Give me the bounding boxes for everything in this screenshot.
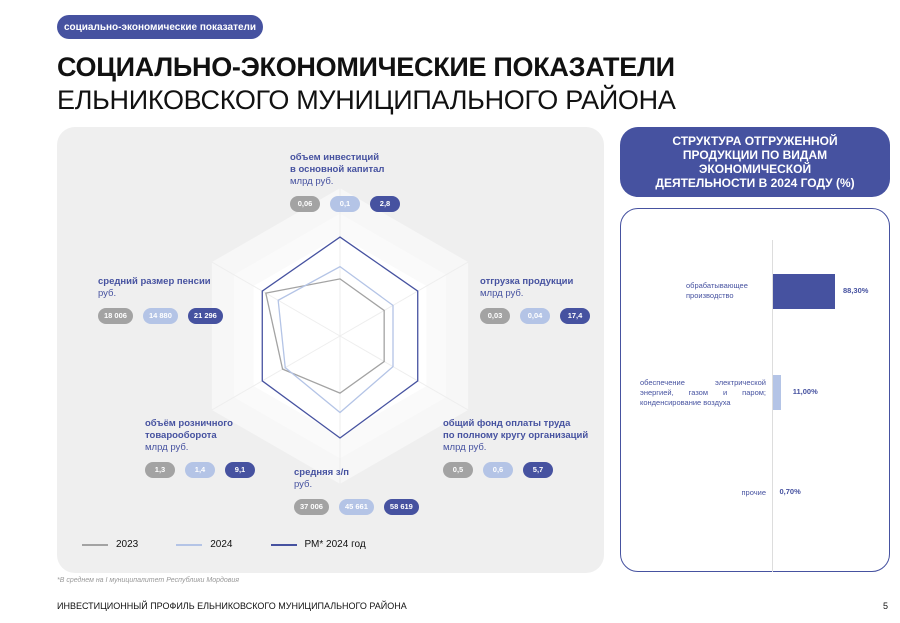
value-badge-rm: 21 296 [187,308,223,324]
axis-unit: млрд руб. [290,176,334,187]
radar-axis-line [339,335,469,411]
value-badge-2024: 0,04 [520,308,550,324]
page-subtitle: ЕЛЬНИКОВСКОГО МУНИЦИПАЛЬНОГО РАЙОНА [57,85,676,115]
footer-text: ИНВЕСТИЦИОННЫЙ ПРОФИЛЬ ЕЛЬНИКОВСКОГО МУН… [57,601,407,611]
legend-label: 2024 [210,539,233,550]
axis-name: в основной капитал [290,164,385,175]
page-title: СОЦИАЛЬНО-ЭКОНОМИЧЕСКИЕ ПОКАЗАТЕЛИ [57,52,675,82]
value-badge-rm: 2,8 [370,196,400,212]
legend-label: РМ* 2024 год [304,539,366,550]
value-badge-2024: 45 661 [338,499,374,515]
value-badge-rm: 5,7 [523,462,553,478]
radar-axis-line [211,261,341,337]
axis-name: средний размер пенсии [98,276,211,287]
axis-name: объём розничного [145,418,233,429]
value-badge-2024: 14 880 [142,308,178,324]
bar-chart-title: СТРУКТУРА ОТГРУЖЕННОЙ ПРОДУКЦИИ ПО ВИДАМ… [620,127,890,197]
legend-line-rm [270,543,297,546]
radar-axis-line [339,261,469,337]
value-badge-2023: 37 006 [294,499,329,515]
bar [773,273,835,309]
value-badge-2023: 18 006 [98,308,133,324]
bar-value-label: 11,00% [792,387,818,396]
bar-category-label: обрабатывающее производство [686,281,748,300]
value-badge-2024: 0,6 [483,462,513,478]
value-badge-2024: 0,1 [330,196,360,212]
bar-category-label: обеспечение электрической энергией, газо… [640,378,766,407]
axis-unit: млрд руб. [145,442,189,453]
value-badge-rm: 58 619 [383,499,419,515]
value-badge-2023: 0,5 [443,462,473,478]
radar-legend: 2023 2024 РМ* 2024 год [82,539,396,550]
radar-series-2023 [265,278,385,394]
value-badge-2023: 1,3 [145,462,175,478]
radar-series-2024 [277,265,394,414]
value-badge-2023: 0,03 [480,308,510,324]
page-number: 5 [882,601,888,611]
legend-line-2024 [176,543,203,546]
footnote: *В среднем на I муниципалитет Республики… [57,577,240,584]
value-badge-2023: 0,06 [290,196,320,212]
axis-name: общий фонд оплаты труда [443,418,571,429]
value-badge-2024: 1,4 [185,462,215,478]
bar-chart-panel [620,208,890,572]
bar-value-label: 0,70% [779,487,801,496]
legend-label: 2023 [116,539,139,550]
axis-unit: млрд руб. [480,288,524,299]
axis-name: отгрузка продукции [480,276,574,287]
axis-unit: руб. [294,479,313,490]
axis-unit: руб. [98,288,117,299]
bar-category-label: прочие [741,488,766,497]
bar-value-label: 88,30% [843,286,869,295]
axis-name: по полному кругу организаций [443,430,589,441]
legend-line-2023 [82,543,108,546]
axis-name: товарооборота [145,430,217,441]
radar-series-rm-2024 [261,236,419,439]
bar [773,374,781,410]
axis-name: объем инвестиций [290,152,380,163]
bar-axis [772,240,773,572]
section-pill: социально-экономические показатели [57,15,263,39]
axis-name: средняя з/п [294,467,349,478]
axis-unit: млрд руб. [443,442,487,453]
value-badge-rm: 9,1 [225,462,255,478]
radar-axis-line [211,335,341,411]
value-badge-rm: 17,4 [560,308,590,324]
